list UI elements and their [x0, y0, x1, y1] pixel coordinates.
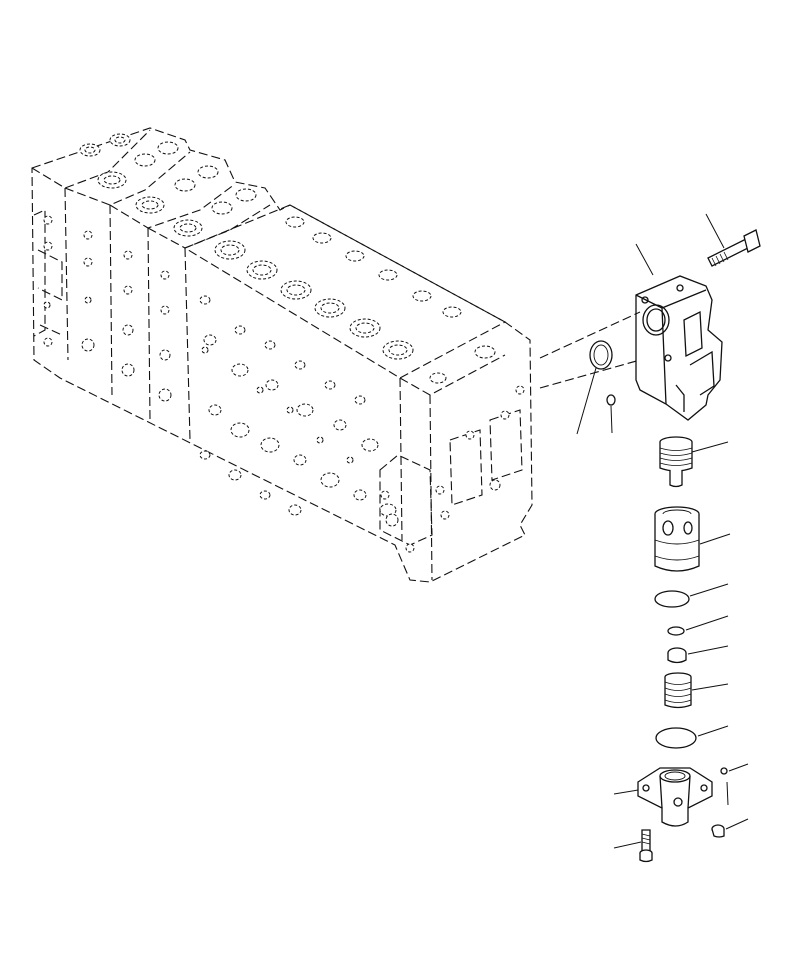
threaded-plug: [659, 436, 693, 488]
valve-poppet: [667, 647, 687, 664]
side-holes: [43, 215, 172, 402]
small-plug: [711, 824, 725, 838]
port-holes-top: [79, 133, 496, 384]
ball: [720, 767, 728, 775]
o-ring-small: [667, 626, 685, 636]
o-ring-large: [655, 727, 697, 749]
o-ring-medium: [654, 590, 690, 608]
o-ring-small-cover: [606, 394, 616, 406]
sleeve: [654, 506, 700, 572]
hex-bolt-long: [707, 229, 761, 267]
spring: [664, 672, 692, 709]
leader-lines: [576, 213, 749, 849]
alignment-lines: [539, 311, 641, 389]
o-ring-large-cover-inner: [593, 344, 609, 366]
valve-body: [31, 127, 533, 583]
flange-cap: [637, 767, 713, 827]
cap-screw: [639, 829, 653, 863]
front-face-holes: [199, 295, 525, 553]
end-cover-block: [635, 275, 723, 421]
